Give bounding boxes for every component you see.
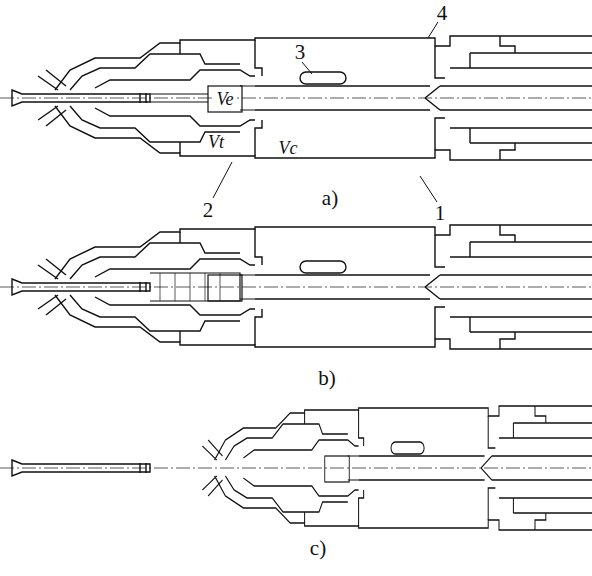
volume-label: Vt	[206, 133, 226, 151]
view-label: c)	[308, 538, 328, 559]
volume-label: Vc	[277, 139, 300, 157]
callout-number: 2	[201, 200, 216, 221]
view-label: b)	[316, 368, 338, 389]
callout-number: 4	[435, 3, 450, 24]
callout-number: 3	[293, 42, 308, 63]
view-label: a)	[320, 188, 340, 209]
volume-label: Ve	[215, 90, 236, 108]
callout-number: 1	[433, 203, 448, 224]
